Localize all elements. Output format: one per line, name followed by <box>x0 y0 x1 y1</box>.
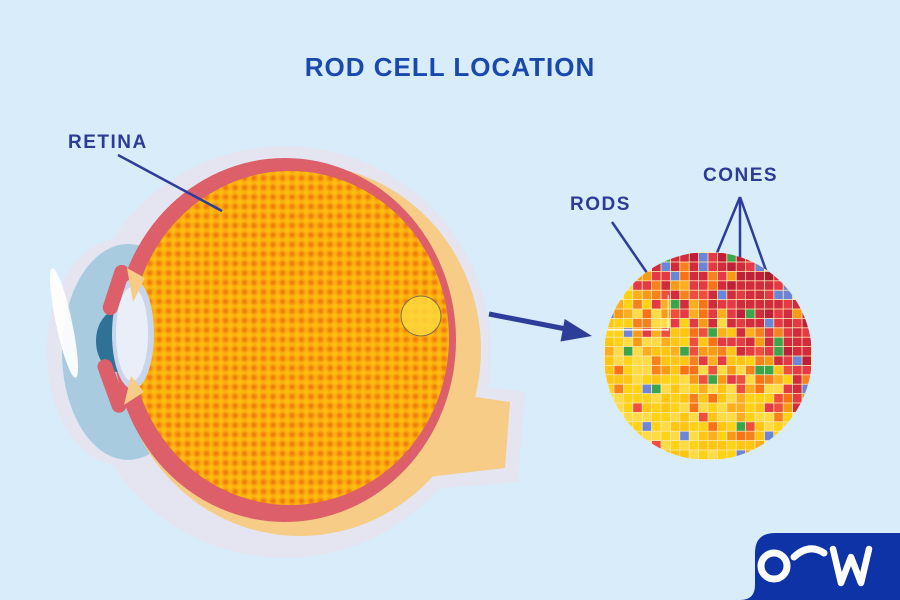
lens-core <box>116 287 148 381</box>
magnify-arrow <box>488 311 592 342</box>
photoreceptor-mosaic <box>604 252 812 460</box>
logo-letter-w <box>829 545 873 587</box>
logo-arc <box>790 545 828 561</box>
ciliary-muscle-top <box>102 264 130 316</box>
diagram-title: ROD CELL LOCATION <box>304 52 596 82</box>
logo-mark-icon <box>757 545 873 587</box>
rod-location-spot <box>400 295 442 337</box>
retina-pointer-line <box>117 153 223 213</box>
eyeball <box>47 146 525 558</box>
optic-nerve <box>428 392 510 477</box>
rods-label: RODS <box>570 194 631 215</box>
arrow-shaft <box>488 311 567 332</box>
cornea-highlight <box>49 268 79 378</box>
zonule-top <box>127 268 145 302</box>
brand-logo <box>740 533 900 600</box>
cones-pointer-line-3 <box>738 196 770 277</box>
logo-letter-o <box>757 549 791 583</box>
fundus-pattern <box>131 171 449 505</box>
arrow-head <box>560 319 592 342</box>
mosaic-separators <box>604 295 670 331</box>
cones-label: CONES <box>703 165 779 186</box>
retina-label: RETINA <box>68 132 148 153</box>
ciliary-muscle-bottom <box>97 359 127 413</box>
zonule-bottom <box>124 376 144 405</box>
